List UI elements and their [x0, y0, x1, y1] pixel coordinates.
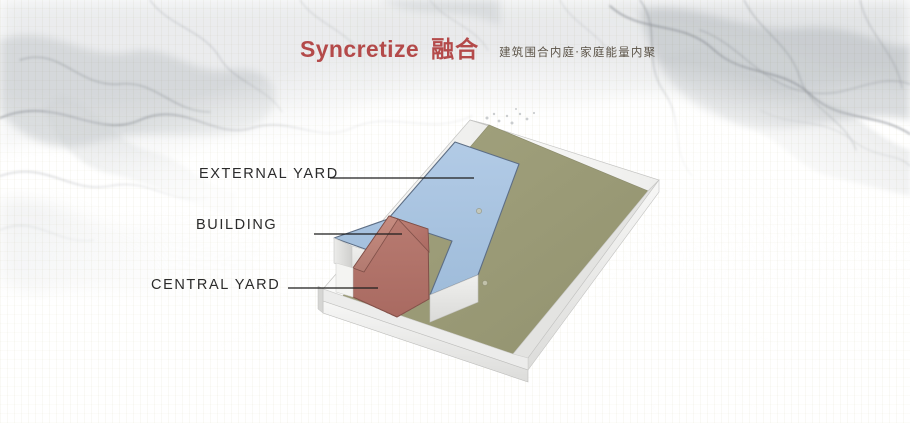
annotation-label-central-yard: CENTRAL YARD — [151, 277, 281, 293]
page-title: Syncretize 融合 建筑围合内庭·家庭能量内聚 — [300, 30, 656, 64]
title-chinese: 融合 — [431, 37, 480, 63]
annotation-label-external-yard: EXTERNAL YARD — [199, 166, 339, 182]
title-english: Syncretize — [300, 36, 420, 62]
tree-speck-cluster — [479, 108, 536, 128]
subtitle-text: 建筑围合内庭·家庭能量内聚 — [499, 45, 657, 59]
annotation-label-building: BUILDING — [196, 217, 278, 233]
tree-marker — [476, 208, 488, 286]
central-yard-volume — [352, 215, 430, 318]
